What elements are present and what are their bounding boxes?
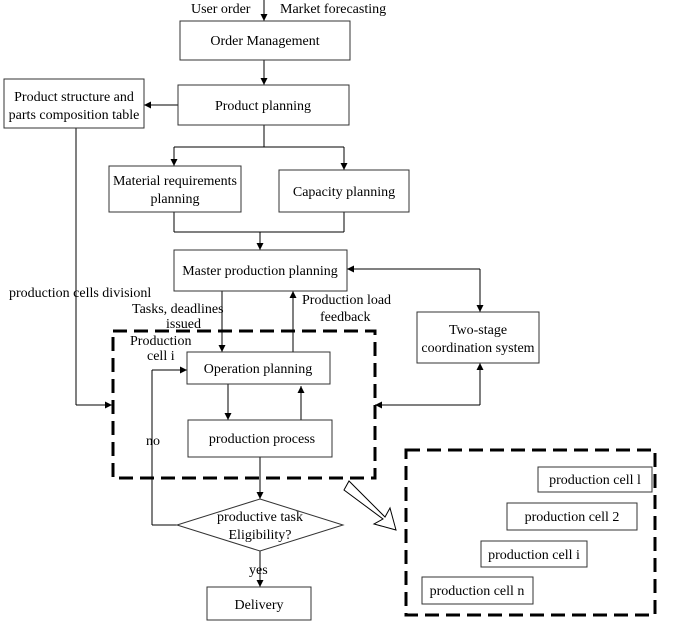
order-management-label: Order Management bbox=[210, 34, 319, 49]
capacity-planning-box: Capacity planning bbox=[278, 169, 410, 213]
production-load-line2: feedback bbox=[320, 310, 371, 325]
material-requirements-box: Material requirements planning bbox=[108, 165, 242, 213]
product-structure-box: Product structure and parts composition … bbox=[3, 78, 145, 129]
production-cell-i-line2: cell i bbox=[147, 349, 175, 364]
tasks-deadlines-line2: issued bbox=[166, 317, 201, 332]
decision-line2: Eligibility? bbox=[229, 528, 292, 543]
market-forecasting-label: Market forecasting bbox=[280, 2, 386, 17]
product-structure-line2: parts composition table bbox=[9, 108, 140, 123]
decision-line1: productive task bbox=[217, 510, 303, 525]
production-cell-item: production cell n bbox=[421, 576, 534, 605]
production-cell-item: production cell 2 bbox=[506, 502, 638, 531]
master-production-box: Master production planning bbox=[173, 249, 348, 292]
material-requirements-line2: planning bbox=[151, 192, 200, 207]
production-cells-list-frame bbox=[404, 448, 657, 617]
tasks-deadlines-line1: Tasks, deadlines bbox=[132, 302, 224, 317]
production-cell-label: production cell i bbox=[488, 548, 580, 563]
production-cell-label: production cell 2 bbox=[525, 510, 620, 525]
yes-label: yes bbox=[249, 563, 268, 578]
production-cell-frame bbox=[111, 329, 377, 480]
product-planning-label: Product planning bbox=[215, 99, 311, 114]
no-label: no bbox=[146, 434, 160, 449]
master-production-label: Master production planning bbox=[182, 264, 338, 279]
product-structure-line1: Product structure and bbox=[14, 90, 134, 105]
eligibility-decision: productive task Eligibility? bbox=[175, 498, 345, 552]
operation-planning-label: Operation planning bbox=[204, 362, 312, 377]
operation-planning-box: Operation planning bbox=[186, 351, 331, 385]
two-stage-line2: coordination system bbox=[421, 341, 534, 356]
material-requirements-line1: Material requirements bbox=[113, 174, 237, 189]
production-process-box: production process bbox=[187, 419, 333, 458]
product-planning-box: Product planning bbox=[177, 84, 350, 126]
two-stage-line1: Two-stage bbox=[449, 323, 507, 338]
production-cell-label: production cell l bbox=[549, 473, 641, 488]
cells-division-label: production cells divisionl bbox=[9, 286, 151, 301]
production-cell-i-line1: Production bbox=[130, 334, 191, 349]
production-cell-item: production cell l bbox=[537, 466, 653, 493]
capacity-planning-label: Capacity planning bbox=[293, 185, 395, 200]
hollow-arrow-icon bbox=[343, 480, 397, 531]
two-stage-coordination-box: Two-stage coordination system bbox=[416, 311, 540, 364]
order-management-box: Order Management bbox=[179, 20, 351, 61]
production-cell-label: production cell n bbox=[430, 584, 525, 599]
delivery-box: Delivery bbox=[206, 586, 312, 621]
production-process-label: production process bbox=[209, 432, 315, 447]
production-load-line1: Production load bbox=[302, 293, 391, 308]
delivery-label: Delivery bbox=[235, 598, 284, 613]
user-order-label: User order bbox=[191, 2, 251, 17]
production-cell-item: production cell i bbox=[480, 540, 588, 568]
connectors bbox=[75, 0, 484, 587]
